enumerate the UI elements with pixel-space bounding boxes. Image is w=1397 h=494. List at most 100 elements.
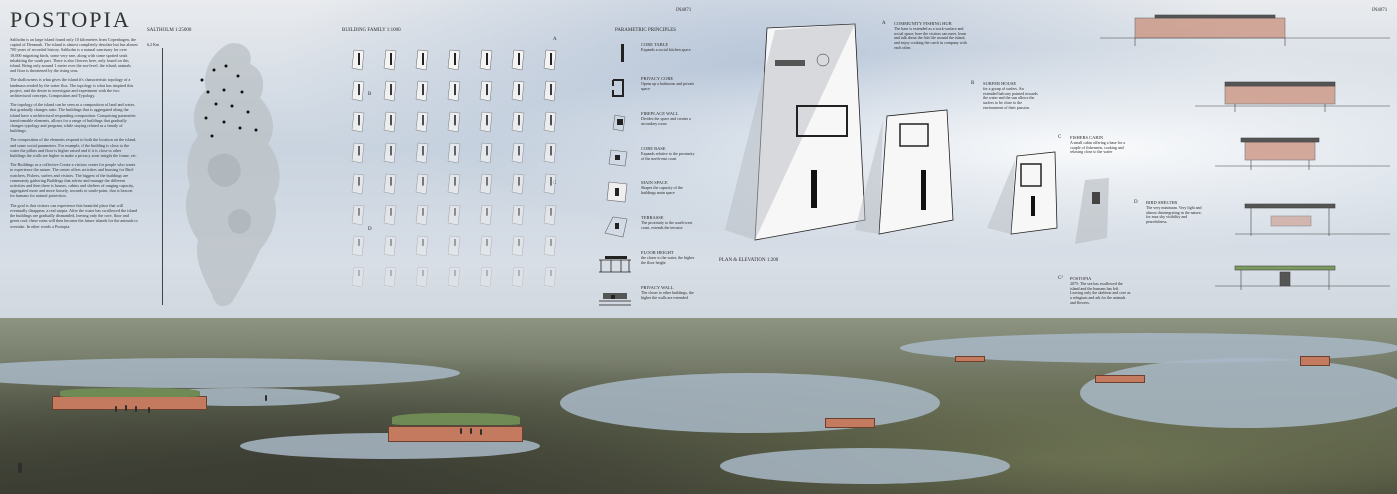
building-note-a: A COMMUNITY FISHING HUB The base is exte… xyxy=(882,21,967,50)
family-module xyxy=(415,204,429,226)
family-module xyxy=(415,266,429,288)
family-module xyxy=(511,111,525,133)
family-module xyxy=(479,173,493,195)
family-module xyxy=(447,204,461,226)
plan-a xyxy=(725,23,866,241)
family-module xyxy=(383,204,397,226)
core-table-icon xyxy=(621,44,624,62)
floor-plans xyxy=(725,23,1109,244)
family-module xyxy=(543,204,557,226)
row-letter-a: A xyxy=(553,37,557,42)
family-module xyxy=(511,49,525,71)
family-module xyxy=(447,142,461,164)
main-space-icon xyxy=(606,181,628,203)
family-module xyxy=(383,111,397,133)
family-module xyxy=(511,235,525,257)
elevation-c xyxy=(1215,137,1390,170)
family-module xyxy=(447,111,461,133)
family-module xyxy=(383,173,397,195)
building-note-d: D BIRD SHELTER The very minimum. Very li… xyxy=(1134,200,1202,225)
intro-paragraph: Saltholm is an large island found only 1… xyxy=(10,37,138,74)
family-module xyxy=(447,49,461,71)
family-module xyxy=(351,173,365,195)
intro-paragraph: The goal is that visitors can experience… xyxy=(10,202,138,229)
poster-title: POSTOPIA xyxy=(10,7,131,32)
family-module xyxy=(415,111,429,133)
building-family-label: BUILDING FAMILY 1:1000 xyxy=(342,28,401,33)
intro-text: Saltholm is an large island found only 1… xyxy=(10,37,138,233)
intro-paragraph: The composition of the elements respond … xyxy=(10,137,137,159)
family-module xyxy=(543,142,557,164)
family-module xyxy=(351,80,365,102)
family-module xyxy=(479,204,493,226)
family-module xyxy=(543,49,557,71)
family-module xyxy=(415,49,429,71)
family-module xyxy=(543,266,557,288)
family-module xyxy=(479,266,493,288)
elevation-d xyxy=(1235,203,1390,236)
family-module xyxy=(479,142,493,164)
elevation-postopia xyxy=(1215,265,1390,290)
family-module xyxy=(351,266,365,288)
family-module xyxy=(511,266,525,288)
family-module xyxy=(351,142,365,164)
map-label: SALTHOLM 1:25000 xyxy=(147,28,192,33)
family-module xyxy=(383,142,397,164)
island-map xyxy=(185,43,280,307)
family-module xyxy=(511,204,525,226)
family-module xyxy=(447,80,461,102)
family-module xyxy=(447,173,461,195)
building-render-5 xyxy=(955,356,985,362)
family-module xyxy=(479,111,493,133)
intro-paragraph: The Buildings as a collective Create a v… xyxy=(10,162,136,199)
plan-d xyxy=(1075,178,1109,244)
terrasse-icon xyxy=(604,216,628,238)
building-note-c: C FISHERS CABIN A small cabin offering a… xyxy=(1058,135,1126,155)
floor-height-icon xyxy=(599,256,631,273)
intro-paragraph: The shallowness is what gives the island… xyxy=(10,77,134,99)
family-module xyxy=(415,80,429,102)
family-module xyxy=(415,142,429,164)
family-module xyxy=(351,235,365,257)
plan-elevation-label: PLAN & ELEVATION 1:200 xyxy=(719,258,779,263)
plan-c xyxy=(987,151,1058,235)
building-render-6 xyxy=(1300,356,1330,366)
family-module xyxy=(447,266,461,288)
family-module xyxy=(511,80,525,102)
intro-paragraph: The topology of the island can be seen a… xyxy=(10,102,137,134)
family-module xyxy=(479,235,493,257)
family-module xyxy=(351,49,365,71)
map-scale: 6,2 Km xyxy=(147,42,159,47)
family-module xyxy=(415,235,429,257)
row-letter-b: B xyxy=(368,92,372,97)
family-module xyxy=(479,80,493,102)
family-module xyxy=(383,49,397,71)
family-module xyxy=(543,235,557,257)
family-module xyxy=(415,173,429,195)
plan-b xyxy=(855,109,954,235)
family-module xyxy=(383,235,397,257)
family-module xyxy=(351,204,365,226)
core-base-icon xyxy=(608,149,628,167)
family-module xyxy=(543,173,557,195)
privacy-core-icon xyxy=(612,79,624,97)
building-render-4 xyxy=(1095,375,1145,383)
building-note-b: B SURFER HOUSE for a group of surfers. A… xyxy=(971,81,1038,110)
elevation-a xyxy=(1100,14,1390,46)
family-module xyxy=(447,235,461,257)
building-render-1 xyxy=(52,396,207,410)
building-render-2 xyxy=(388,426,523,442)
building-note-postopia: C² POSTOPIA 2075: The sea has swallowed … xyxy=(1058,276,1131,305)
elevation-b xyxy=(1195,81,1390,112)
scale-bar xyxy=(162,48,163,305)
family-module xyxy=(383,266,397,288)
family-module xyxy=(383,80,397,102)
family-module xyxy=(479,49,493,71)
building-render-3 xyxy=(825,418,875,428)
wetland-render xyxy=(0,318,1397,494)
elevations xyxy=(1100,14,1390,290)
family-module xyxy=(351,111,365,133)
parametric-title: PARAMETRIC PRINCIPLES xyxy=(615,28,677,33)
family-module xyxy=(511,142,525,164)
family-module xyxy=(511,173,525,195)
